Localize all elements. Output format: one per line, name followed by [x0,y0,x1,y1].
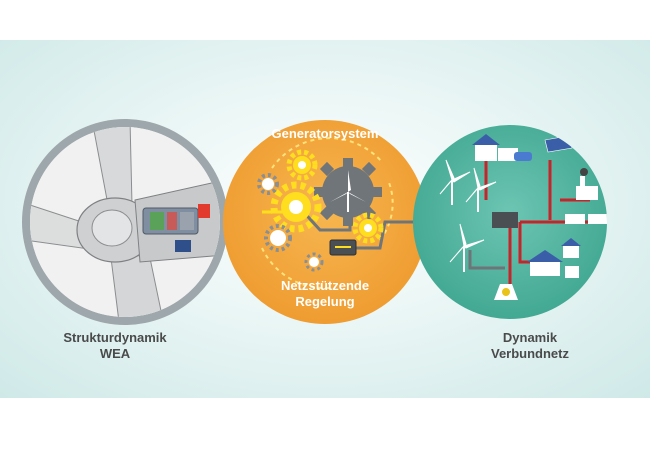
gear-icon-yellow-right [352,212,384,244]
nuclear-plant-icon [494,284,518,300]
grid-dynamics-caption: Dynamik Verbundnetz [455,330,605,362]
solar-panel-icon [544,127,595,153]
gear-icon-yellow-large [270,181,322,233]
wind-turbine-icon-2 [465,167,497,212]
structural-dynamics-caption: Strukturdynamik WEA [40,330,190,362]
gear-icon-grey-mid [264,224,292,252]
gear-icon-grey-small [257,173,279,195]
factory-icon [576,168,598,200]
left-circle-turbine [22,119,228,325]
grid-dynamics-line2: Verbundnetz [490,346,569,361]
houses-icon-bottom [527,238,581,278]
grid-support-control-line2: Regelung [295,294,355,309]
house-icon-top [472,134,518,161]
center-circle-generator [223,120,427,324]
substation-icon [492,212,518,228]
structural-dynamics-line2: WEA [99,346,131,361]
gear-icon-yellow-top [286,149,318,181]
wind-turbine-icon-3 [449,223,485,272]
generator-system-label: Generatorsystem [271,126,379,141]
structural-dynamics-line1: Strukturdynamik [63,330,167,345]
right-circle-grid [413,125,607,319]
wind-turbine-icon-1 [439,159,471,205]
car-icon [514,152,532,161]
grid-support-control-label: Netzstützende Regelung [235,278,415,310]
gear-icon-grey-bottom [304,252,324,272]
grid-support-control-line1: Netzstützende [280,278,370,293]
grid-dynamics-line1: Dynamik [502,330,558,345]
warehouse-icon [565,214,607,224]
gear-icon-turbine [314,158,382,226]
